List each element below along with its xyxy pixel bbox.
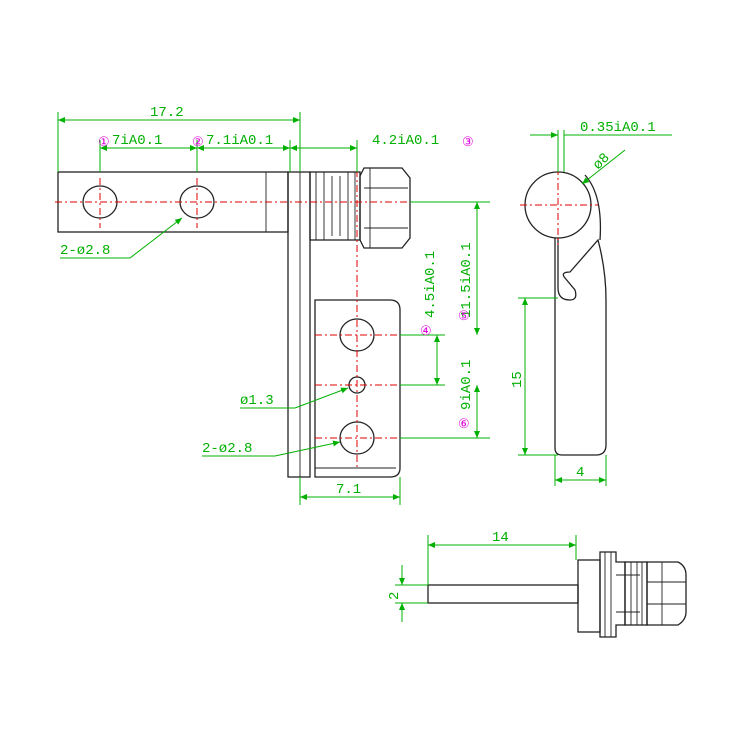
pin-nut — [646, 561, 687, 626]
hex-nut — [359, 167, 411, 249]
front-view — [55, 140, 420, 478]
bottom-view — [427, 551, 687, 638]
offset-3-label: 4.2іА0.1 — [372, 132, 439, 149]
vertical-2-label: 11.5іА0.1 — [458, 242, 475, 318]
mounting-plate — [314, 299, 401, 478]
diameter-label: ø8 — [590, 150, 613, 173]
pitch-1-label: 7іА0.1 — [112, 132, 162, 149]
top-holes-label: 2-ø2.8 — [60, 243, 110, 259]
vertical-bar — [287, 171, 311, 478]
shaft-assembly — [309, 167, 411, 249]
overall-width-label: 17.2 — [150, 105, 184, 121]
plate-width-label: 7.1 — [336, 482, 361, 498]
base-label: 4 — [576, 465, 584, 481]
thickness-label: 0.35іА0.1 — [580, 119, 656, 136]
pitch-2-label: 7.1іА0.1 — [206, 132, 273, 149]
side-body — [554, 238, 607, 456]
marker-1: ① — [98, 135, 110, 150]
height-label: 15 — [510, 371, 526, 388]
pin-knurl-body — [599, 551, 626, 638]
side-dimensions: 0.35іА0.1 ø8 15 4 — [510, 119, 672, 486]
vertical-1-label: 4.5іА0.1 — [422, 251, 439, 318]
bottom-dimensions: 14 2 — [387, 530, 577, 622]
length-label: 14 — [492, 530, 509, 546]
marker-2: ② — [192, 135, 204, 150]
marker-4: ④ — [420, 324, 432, 339]
vertical-3-label: 9іА0.1 — [458, 360, 475, 410]
marker-3: ③ — [462, 135, 474, 150]
diameter-2-label: 2 — [387, 592, 403, 600]
side-view — [520, 168, 607, 456]
front-dimensions: 17.2 ① 7іА0.1 ② 7.1іА0.1 4.2іА0.1 ③ 2-ø2… — [57, 105, 490, 505]
pin-washer — [624, 561, 648, 626]
small-hole-label: ø1.3 — [240, 393, 274, 409]
pin-collar — [577, 559, 601, 633]
marker-6: ⑥ — [458, 417, 470, 432]
pin-shaft — [427, 584, 579, 604]
bottom-holes-label: 2-ø2.8 — [202, 441, 252, 457]
marker-5: ⑤ — [458, 309, 470, 324]
